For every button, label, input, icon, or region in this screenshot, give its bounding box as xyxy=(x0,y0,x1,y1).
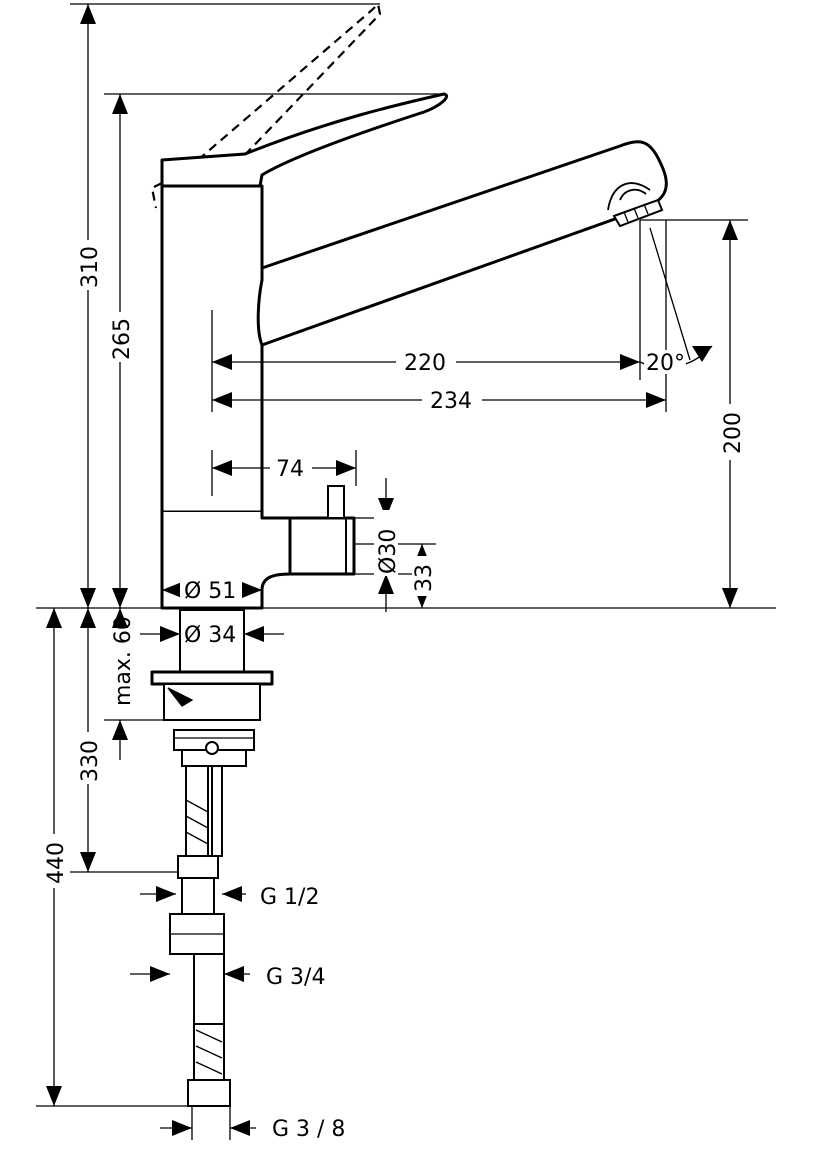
dim-max-60: max. 60 xyxy=(111,616,136,706)
stem-screw xyxy=(205,741,219,755)
hose-right xyxy=(211,765,223,857)
conn-g-half: G 1/2 xyxy=(260,885,319,910)
aerator xyxy=(612,198,664,228)
dim-440: 440 xyxy=(44,842,69,884)
dim-234: 234 xyxy=(430,389,472,414)
side-knob xyxy=(288,516,356,576)
faucet-outline xyxy=(150,1,668,1107)
dim-diameter-51: Ø 51 xyxy=(184,579,236,604)
lever-raised-dashed xyxy=(150,1,382,209)
dim-20-degree: 20° xyxy=(646,351,685,376)
dim-265: 265 xyxy=(110,318,135,360)
dim-diameter-34: Ø 34 xyxy=(184,623,236,648)
dimension-labels: 310 265 220 234 20° 200 74 Ø30 33 Ø 51 Ø… xyxy=(44,240,746,1142)
mounting-plate xyxy=(150,670,274,686)
lever xyxy=(160,92,448,188)
dim-220: 220 xyxy=(404,351,446,376)
dim-200: 200 xyxy=(721,412,746,454)
mounting-nut xyxy=(163,683,261,721)
dim-310: 310 xyxy=(78,246,103,288)
dim-33: 33 xyxy=(412,564,437,592)
hose-fitting xyxy=(187,1079,231,1107)
spout xyxy=(256,140,668,347)
knob-pin xyxy=(327,485,345,519)
shank xyxy=(179,609,245,673)
dim-diameter-30: Ø30 xyxy=(376,529,401,574)
hose-nut-upper xyxy=(177,855,219,879)
dim-74: 74 xyxy=(276,457,304,482)
conn-g-three-eighth: G 3 / 8 xyxy=(272,1117,345,1142)
conn-g-three-quarter: G 3/4 xyxy=(266,965,325,990)
dim-330: 330 xyxy=(78,740,103,782)
